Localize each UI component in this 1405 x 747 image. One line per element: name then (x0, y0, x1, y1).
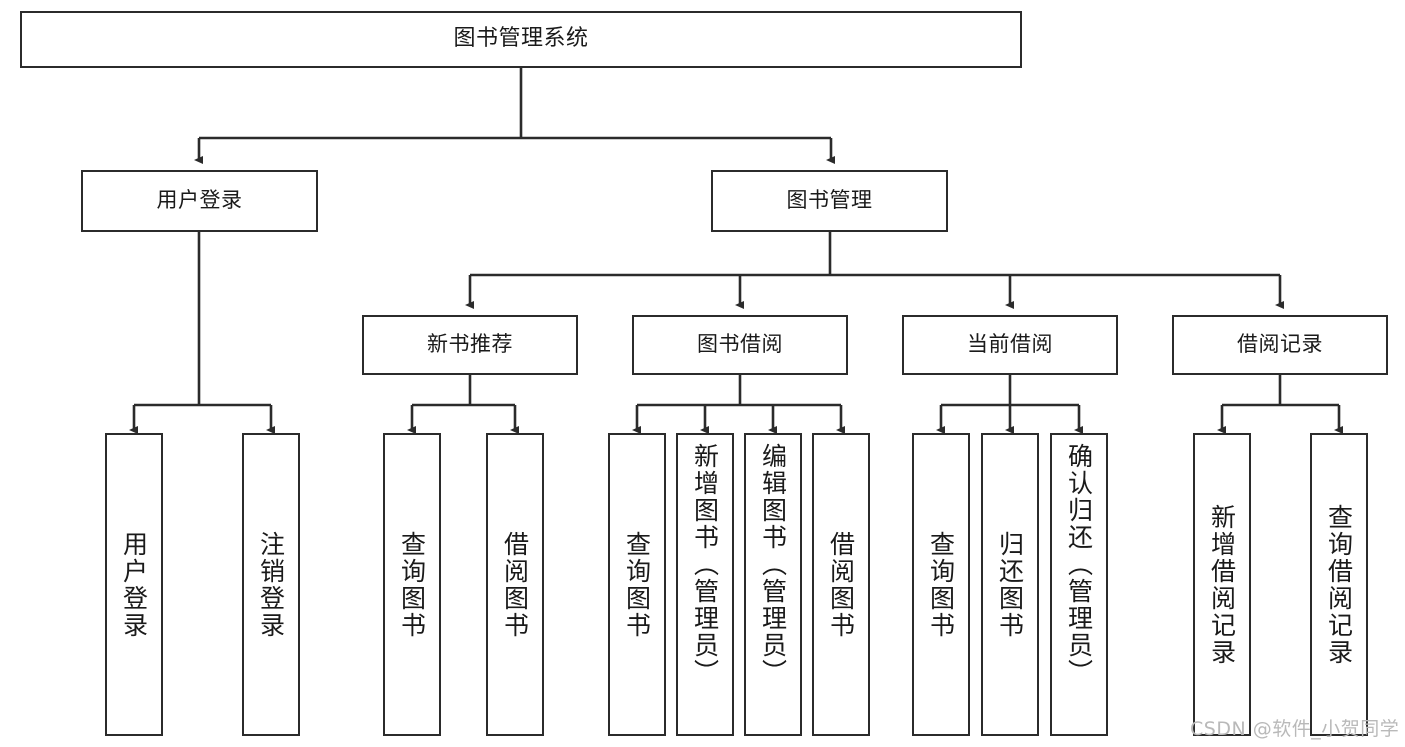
node-user-login[interactable]: 用户登录 (81, 170, 318, 232)
node-label: 用户登录 (119, 530, 149, 639)
node-label: 查询图书 (622, 530, 652, 639)
node-label: 确认归还（管理员） (1064, 443, 1094, 686)
node-new-book-recommend[interactable]: 新书推荐 (362, 315, 578, 375)
node-label: 图书管理系统 (453, 26, 589, 52)
node-label: 编辑图书（管理员） (758, 443, 788, 686)
node-label: 图书借阅 (697, 332, 783, 357)
leaf-record-query-record[interactable]: 查询借阅记录 (1310, 433, 1368, 736)
node-label: 新增借阅记录 (1207, 503, 1237, 666)
node-label: 新书推荐 (427, 332, 513, 357)
node-label: 查询借阅记录 (1324, 503, 1354, 666)
node-current-borrow[interactable]: 当前借阅 (902, 315, 1118, 375)
node-label: 查询图书 (926, 530, 956, 639)
leaf-user-login-logout[interactable]: 注销登录 (242, 433, 300, 736)
leaf-current-confirm-return-admin[interactable]: 确认归还（管理员） (1050, 433, 1108, 736)
node-book-borrow[interactable]: 图书借阅 (632, 315, 848, 375)
leaf-current-return-book[interactable]: 归还图书 (981, 433, 1039, 736)
node-label: 当前借阅 (967, 332, 1053, 357)
node-label: 图书管理 (786, 188, 873, 213)
node-borrow-record[interactable]: 借阅记录 (1172, 315, 1388, 375)
leaf-current-query-book[interactable]: 查询图书 (912, 433, 970, 736)
leaf-borrow-borrow-book[interactable]: 借阅图书 (812, 433, 870, 736)
leaf-user-login-login[interactable]: 用户登录 (105, 433, 163, 736)
node-root-system[interactable]: 图书管理系统 (20, 11, 1022, 68)
node-label: 用户登录 (156, 188, 243, 213)
leaf-borrow-edit-book-admin[interactable]: 编辑图书（管理员） (744, 433, 802, 736)
leaf-borrow-query-book[interactable]: 查询图书 (608, 433, 666, 736)
node-label: 查询图书 (397, 530, 427, 639)
node-label: 借阅图书 (826, 530, 856, 639)
leaf-borrow-add-book-admin[interactable]: 新增图书（管理员） (676, 433, 734, 736)
leaf-recommend-query-book[interactable]: 查询图书 (383, 433, 441, 736)
node-book-management[interactable]: 图书管理 (711, 170, 948, 232)
leaf-recommend-borrow-book[interactable]: 借阅图书 (486, 433, 544, 736)
leaf-record-add-record[interactable]: 新增借阅记录 (1193, 433, 1251, 736)
csdn-watermark: CSDN @软件_小贺同学 (1190, 718, 1400, 740)
node-label: 借阅图书 (500, 530, 530, 639)
node-label: 注销登录 (256, 530, 286, 639)
node-label: 新增图书（管理员） (690, 443, 720, 686)
node-label: 借阅记录 (1237, 332, 1323, 357)
node-label: 归还图书 (995, 530, 1025, 639)
